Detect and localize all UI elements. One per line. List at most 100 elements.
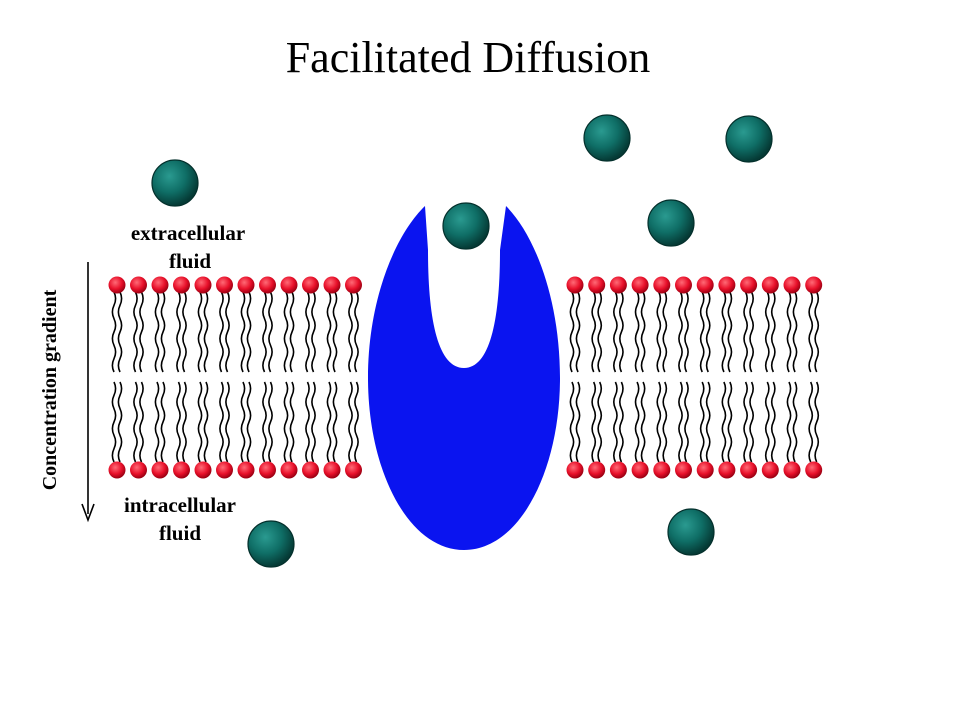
phospholipid-head-inner (173, 461, 190, 479)
lipid-tail (268, 381, 273, 463)
phospholipid-head-inner (259, 461, 276, 479)
phospholipid-head-outer (302, 276, 319, 294)
lipid-tail (262, 381, 267, 463)
solute-molecule (583, 114, 631, 162)
lipid-tail (640, 381, 646, 463)
lipid-tail (111, 381, 117, 463)
phospholipid-head-outer (216, 276, 233, 294)
lipid-tail (770, 291, 776, 373)
lipid-tail (591, 291, 597, 373)
lipid-tail (575, 291, 581, 373)
lipid-tail (219, 291, 224, 373)
solute-molecule (725, 115, 773, 163)
lipid-tail (786, 291, 792, 373)
lipid-tail (792, 381, 798, 463)
carrier-protein (368, 206, 560, 550)
phospholipid-head-inner (761, 461, 779, 479)
phospholipid-head-inner (216, 461, 233, 479)
lipid-tail (684, 381, 689, 463)
lipid-tail (154, 381, 160, 463)
lipid-tail (289, 291, 295, 373)
solute-molecules (151, 114, 773, 568)
lipid-tail (139, 381, 144, 463)
lipid-tail (699, 381, 705, 463)
phospholipid-head-outer (108, 276, 126, 294)
phospholipid-head-outer (130, 276, 147, 294)
lipid-tail (246, 381, 252, 463)
phospholipid-head-inner (323, 461, 341, 479)
phospholipid-head-outer (323, 276, 341, 294)
lipid-tail (197, 381, 203, 463)
lipid-tail (634, 291, 640, 373)
lipid-tail (354, 291, 359, 373)
lipid-tail (662, 381, 668, 463)
lipid-tail (662, 291, 668, 373)
lipid-tail (139, 291, 144, 373)
intracellular-label-line1: intracellular (124, 493, 236, 517)
lipid-tail (354, 381, 359, 463)
lipid-tail (597, 291, 603, 373)
lipid-tail (117, 381, 123, 463)
lipid-tail (591, 381, 597, 463)
phospholipid-head-outer (718, 276, 736, 294)
lipid-tail (154, 291, 160, 373)
phospholipid-head-outer (805, 276, 823, 294)
lipid-tail (133, 291, 138, 373)
lipid-tail (792, 291, 798, 373)
lipid-tail (289, 381, 295, 463)
lipid-tail (656, 291, 662, 373)
lipid-tail (634, 381, 640, 463)
phospholipid-head-inner (609, 461, 627, 479)
lipid-tail (575, 381, 581, 463)
lipid-tail (176, 381, 181, 463)
phospholipid-head-outer (194, 276, 212, 294)
extracellular-label-line2: fluid (169, 249, 211, 273)
lipid-tail (705, 381, 711, 463)
phospholipid-head-outer (345, 276, 362, 294)
phospholipid-head-inner (151, 461, 169, 479)
lipid-tail (721, 381, 727, 463)
phospholipid-head-outer (675, 276, 692, 294)
phospholipid-head-inner (194, 461, 212, 479)
phospholipid-head-inner (675, 461, 692, 479)
solute-molecule (647, 199, 695, 247)
lipid-tail (332, 291, 338, 373)
membrane-left-segment (108, 276, 362, 479)
phospholipid-head-outer (696, 276, 714, 294)
lipid-tail (569, 381, 575, 463)
phospholipid-head-inner (718, 461, 736, 479)
phospholipid-head-inner (740, 461, 758, 479)
phospholipid-head-outer (761, 276, 779, 294)
lipid-tail (182, 381, 187, 463)
lipid-tail (721, 291, 727, 373)
lipid-tail (111, 291, 117, 373)
phospholipid-head-outer (740, 276, 758, 294)
arrow-down-icon (81, 262, 95, 523)
lipid-tail (225, 381, 230, 463)
phospholipid-head-inner (108, 461, 126, 479)
lipid-tail (699, 291, 705, 373)
lipid-tail (246, 291, 252, 373)
solute-molecule (442, 202, 490, 250)
phospholipid-head-inner (631, 461, 649, 479)
lipid-tail (219, 381, 224, 463)
lipid-tail (678, 291, 683, 373)
lipid-tail (160, 381, 166, 463)
lipid-tail (326, 381, 332, 463)
lipid-tail (332, 381, 338, 463)
lipid-tail (743, 381, 748, 463)
lipid-tail (283, 381, 289, 463)
phospholipid-head-outer (653, 276, 671, 294)
phospholipid-head-outer (609, 276, 627, 294)
lipid-tail (197, 291, 203, 373)
lipid-tail (786, 381, 792, 463)
lipid-tail (326, 291, 332, 373)
phospholipid-head-outer (631, 276, 649, 294)
phospholipid-head-inner (805, 461, 823, 479)
lipid-tail (619, 381, 624, 463)
lipid-tail (305, 381, 310, 463)
lipid-tail (613, 291, 618, 373)
phospholipid-head-inner (130, 461, 147, 479)
lipid-tail (240, 291, 246, 373)
phospholipid-head-inner (237, 461, 255, 479)
